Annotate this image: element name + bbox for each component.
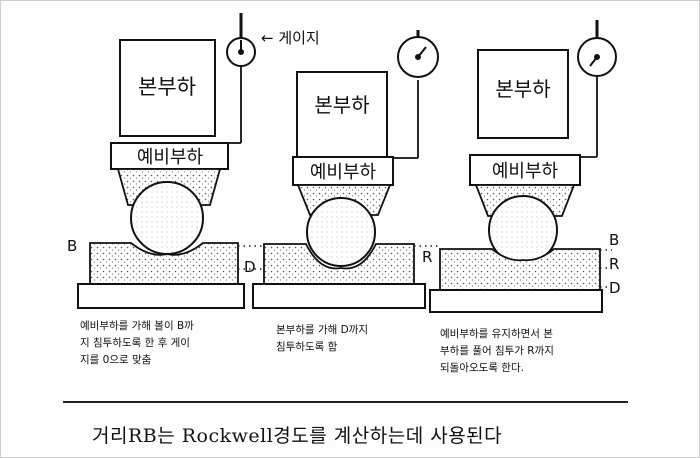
caption-rule (63, 401, 628, 403)
step-2-apparatus (252, 30, 439, 309)
label-r-mid: R (422, 248, 432, 266)
label-b-right: B (609, 231, 619, 249)
reference-lines (238, 245, 612, 288)
base-plate (252, 283, 426, 309)
step-1-note: 예비부하를 가해 볼이 B까 지 침투하도록 한 후 게이 지를 0으로 맞춤 (80, 320, 194, 366)
step-2-note: 본부하를 가해 D까지 침투하도록 함 (276, 324, 369, 353)
main-load-box (296, 71, 388, 158)
preload-label: 예비부하 (310, 162, 377, 183)
preload-box (469, 154, 581, 186)
main-load-box (119, 39, 216, 137)
preload-box (292, 156, 394, 186)
main-load-label: 본부하 (138, 75, 196, 99)
label-r-right: R (609, 255, 619, 273)
specimen-block (89, 242, 239, 285)
label-b-left: B (67, 237, 77, 255)
label-d-right: D (609, 279, 621, 297)
base-plate (77, 283, 245, 309)
indenter-ball (306, 197, 376, 267)
step-1-apparatus (77, 13, 256, 309)
specimen-block (439, 248, 601, 291)
indenter-ball (130, 181, 204, 255)
preload-label: 예비부하 (492, 161, 559, 182)
main-load-box (477, 49, 569, 139)
main-load-label: 본부하 (495, 77, 550, 101)
step-3-note: 예비부하를 유지하면서 본 부하를 풀어 침투가 R까지 되돌아오도록 한다. (440, 328, 554, 374)
caption: 거리RB는 Rockwell경도를 계산하는데 사용된다 (92, 425, 503, 447)
specimen-block (263, 243, 415, 285)
step-3-apparatus (429, 20, 617, 313)
base-plate (429, 289, 603, 313)
label-d-mid: D (244, 258, 256, 276)
gauge-label: ← 게이지 (261, 29, 320, 47)
preload-label: 예비부하 (137, 147, 204, 168)
main-load-label: 본부하 (314, 93, 369, 117)
